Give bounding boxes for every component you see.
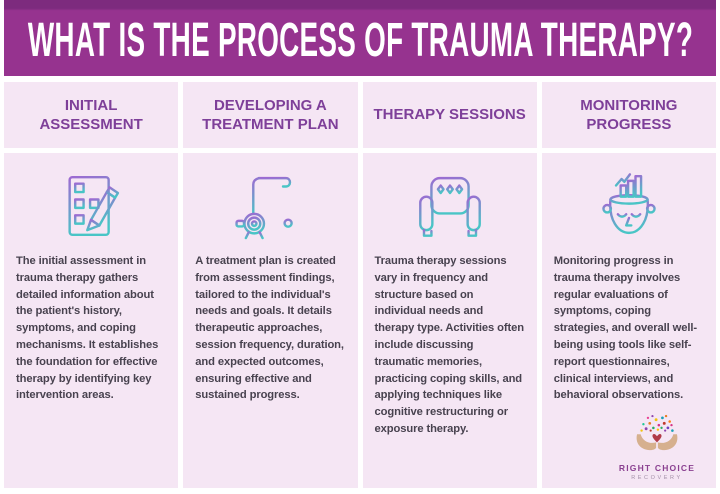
- column-title-label: DEVELOPING A TREATMENT PLAN: [202, 96, 339, 133]
- treatment-plan-scroll-seal-icon: [183, 153, 357, 241]
- therapy-armchair-icon: [363, 153, 537, 241]
- hands-holding-confetti-heart-icon: [636, 414, 678, 451]
- logo-name: RIGHT CHOICE: [618, 463, 696, 473]
- card-description: Trauma therapy sessions vary in frequenc…: [374, 255, 525, 435]
- column-title-initial-assessment: INITIAL ASSESSMENT: [4, 82, 179, 148]
- column-title-therapy-sessions: THERAPY SESSIONS: [362, 82, 537, 148]
- column-title-label: MONITORING PROGRESS: [580, 96, 678, 133]
- logo-subtitle: RECOVERY: [631, 475, 683, 481]
- column-title-monitoring-progress: MONITORING PROGRESS: [541, 82, 716, 148]
- assessment-checklist-pencil-icon: [4, 153, 178, 241]
- card-treatment-plan: A treatment plan is created from assessm…: [183, 153, 358, 488]
- page-title: WHAT IS THE PROCESS OF TRAUMA THERAPY?: [27, 13, 693, 67]
- column-title-treatment-plan: DEVELOPING A TREATMENT PLAN: [183, 82, 358, 148]
- card-initial-assessment: The initial assessment in trauma therapy…: [4, 153, 179, 488]
- card-description: Monitoring progress in trauma therapy in…: [553, 255, 697, 402]
- card-therapy-sessions: Trauma therapy sessions vary in frequenc…: [362, 153, 537, 488]
- card-description: A treatment plan is created from assessm…: [195, 255, 344, 402]
- column-bodies-row: The initial assessment in trauma therapy…: [0, 153, 720, 488]
- card-monitoring-progress: Monitoring progress in trauma therapy in…: [541, 153, 716, 488]
- column-titles-row: INITIAL ASSESSMENT DEVELOPING A TREATMEN…: [0, 82, 720, 148]
- head-progress-chart-icon: [542, 153, 716, 241]
- right-choice-recovery-logo: RIGHT CHOICE RECOVERY: [609, 414, 705, 481]
- column-title-label: INITIAL ASSESSMENT: [39, 96, 143, 133]
- column-title-label: THERAPY SESSIONS: [373, 106, 526, 124]
- header-banner: WHAT IS THE PROCESS OF TRAUMA THERAPY?: [4, 0, 716, 76]
- card-description: The initial assessment in trauma therapy…: [16, 255, 159, 402]
